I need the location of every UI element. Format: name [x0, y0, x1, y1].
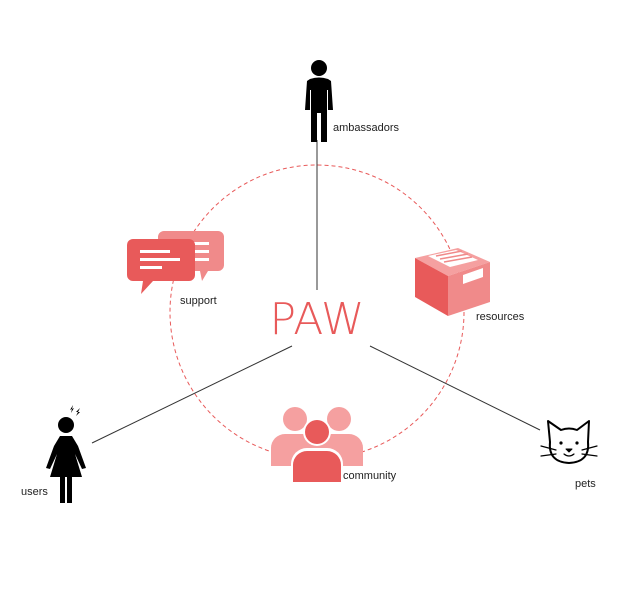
cat-icon — [540, 420, 598, 464]
woman-icon — [46, 405, 86, 503]
community-label: community — [343, 470, 397, 482]
box-icon — [415, 248, 490, 316]
users-label: users — [21, 486, 48, 498]
center-title: PAW — [270, 294, 365, 345]
support-label: support — [180, 295, 217, 307]
orbit-circle — [169, 164, 465, 460]
connector-pets — [369, 345, 541, 431]
chat-bubbles-icon — [127, 231, 224, 294]
connector-users — [91, 345, 293, 444]
ambassadors-label: ambassadors — [333, 122, 400, 134]
resources-label: resources — [476, 311, 525, 323]
pets-label: pets — [575, 478, 596, 490]
man-icon — [305, 60, 333, 142]
group-icon — [271, 407, 363, 482]
